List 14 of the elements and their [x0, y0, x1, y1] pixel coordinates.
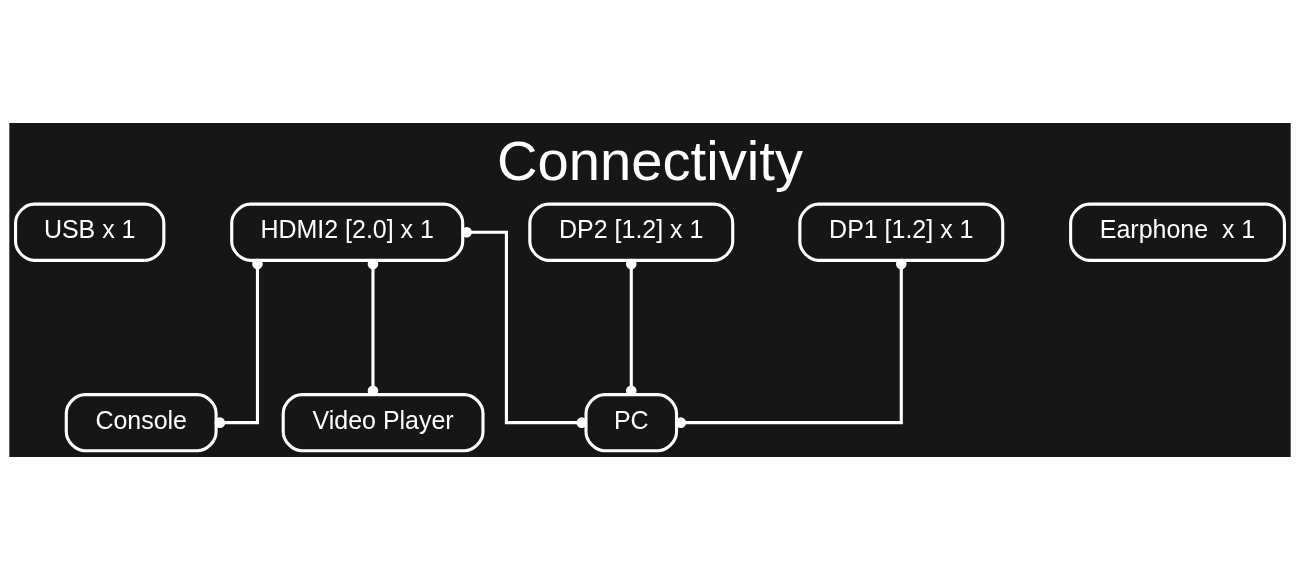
connector — [675, 258, 907, 428]
node-box: Video Player — [281, 392, 485, 452]
node-box: PC — [584, 392, 679, 452]
node-box: HDMI2 [2.0] x 1 — [230, 202, 465, 262]
connector — [367, 258, 379, 396]
node-box: DP2 [1.2] x 1 — [528, 202, 735, 262]
diagram-title: Connectivity — [497, 128, 803, 192]
connector — [214, 258, 263, 428]
connector — [625, 258, 637, 396]
node-box: USB x 1 — [14, 202, 166, 262]
node-box: Earphone x 1 — [1069, 202, 1286, 262]
node-box: Console — [64, 392, 218, 452]
node-box: DP1 [1.2] x 1 — [798, 202, 1005, 262]
connector — [461, 226, 588, 428]
